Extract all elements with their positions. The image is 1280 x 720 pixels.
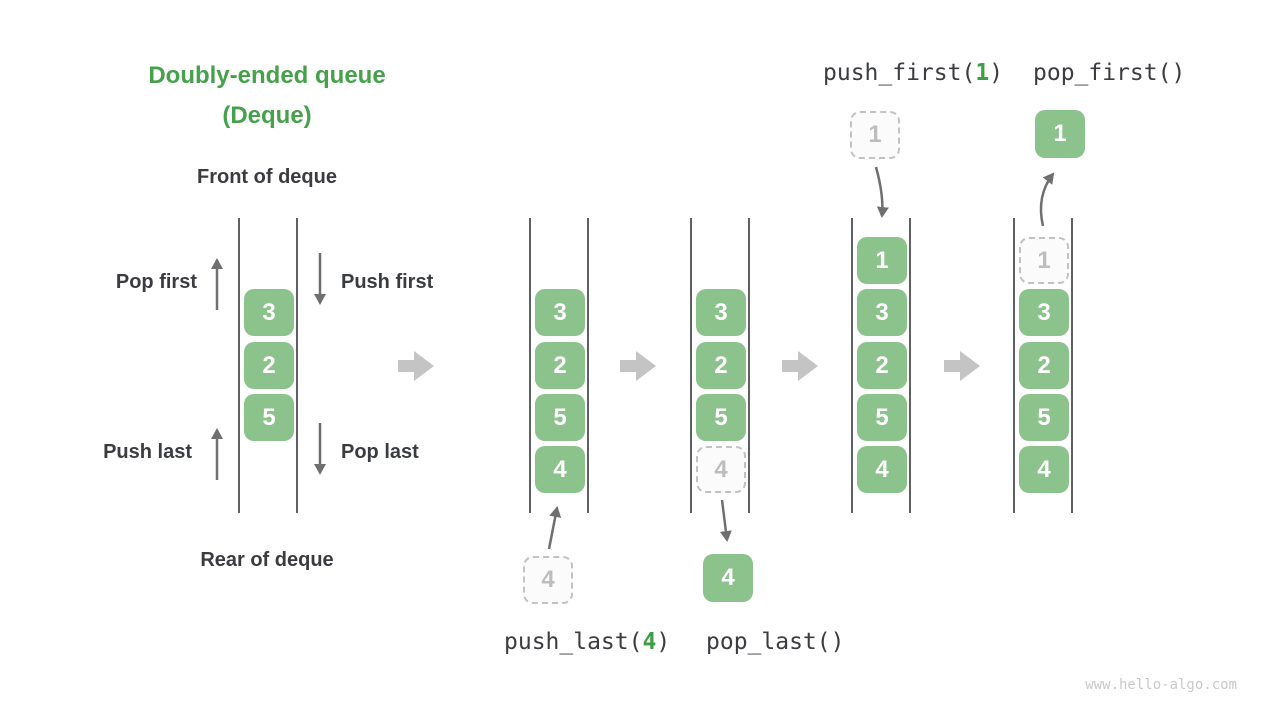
deque-cell: 5	[535, 394, 585, 441]
push-last-label: Push last	[103, 441, 192, 463]
transition-arrow-1-icon	[398, 351, 434, 381]
deque-cell: 5	[857, 394, 907, 441]
push-first-label: Push first	[341, 271, 434, 293]
deque-stack-after-push-first: 1 3 2 5 4	[851, 218, 911, 513]
pop-first-output-cell: 1	[1035, 110, 1085, 158]
diagram-title-line2: (Deque)	[222, 102, 312, 129]
deque-cell: 2	[1019, 342, 1069, 389]
push-last-code-prefix: push_last(	[504, 629, 643, 655]
push-first-code-arg: 1	[975, 60, 990, 86]
deque-cell: 4	[535, 446, 585, 493]
pop-first-code-label: pop_first()	[1033, 60, 1186, 86]
transition-arrow-4-icon	[944, 351, 980, 381]
deque-cell: 5	[1019, 394, 1069, 441]
push-last-code-arg: 4	[642, 629, 657, 655]
diagram-title-line1: Doubly-ended queue	[148, 62, 386, 89]
push-first-input-cell: 1	[850, 111, 900, 159]
deque-stack-after-pop-first: 1 3 2 5 4	[1013, 218, 1073, 513]
deque-cell: 5	[696, 394, 746, 441]
push-last-input-cell: 4	[523, 556, 573, 604]
deque-cell: 4	[696, 446, 746, 493]
diagram-title: Doubly-ended queue (Deque)	[107, 56, 427, 136]
transition-arrow-2-icon	[620, 351, 656, 381]
pop-last-output-cell: 4	[703, 554, 753, 602]
deque-cell: 2	[696, 342, 746, 389]
deque-cell: 4	[857, 446, 907, 493]
deque-stack-after-push-last: 3 2 5 4	[529, 218, 589, 513]
deque-stack-initial: 3 2 5	[238, 218, 298, 513]
push-first-code-label: push_first(1)	[823, 60, 1003, 86]
transition-arrow-3-icon	[782, 351, 818, 381]
deque-cell: 2	[244, 342, 294, 389]
deque-cell: 1	[857, 237, 907, 284]
deque-cell: 1	[1019, 237, 1069, 284]
deque-cell: 2	[857, 342, 907, 389]
push-last-code-suffix: )	[656, 629, 671, 655]
watermark: www.hello-algo.com	[1085, 677, 1237, 693]
pop-last-label: Pop last	[341, 441, 419, 463]
rear-of-deque-label: Rear of deque	[200, 549, 334, 571]
deque-cell: 3	[535, 289, 585, 336]
deque-cell: 5	[244, 394, 294, 441]
push-last-code-label: push_last(4)	[504, 629, 670, 655]
deque-cell: 2	[535, 342, 585, 389]
pop-last-code-label: pop_last()	[706, 629, 845, 655]
deque-cell: 4	[1019, 446, 1069, 493]
deque-stack-after-pop-last: 3 2 5 4	[690, 218, 750, 513]
pop-first-label: Pop first	[115, 271, 197, 293]
front-of-deque-label: Front of deque	[197, 166, 337, 188]
deque-cell: 3	[857, 289, 907, 336]
push-first-code-prefix: push_first(	[823, 60, 976, 86]
push-first-op-arrow-icon	[874, 166, 889, 218]
push-first-code-suffix: )	[989, 60, 1004, 86]
deque-cell: 3	[1019, 289, 1069, 336]
deque-cell: 3	[244, 289, 294, 336]
deque-cell: 3	[696, 289, 746, 336]
push-last-op-arrow-icon	[547, 506, 562, 550]
